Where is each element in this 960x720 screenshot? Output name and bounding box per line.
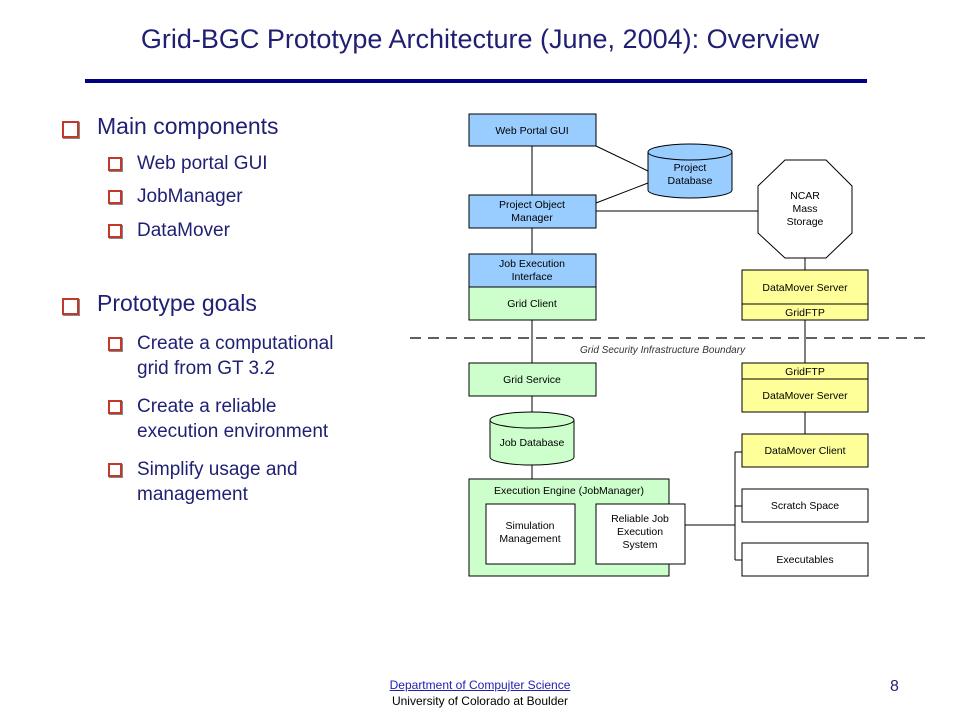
goal1-line1: Create a computational xyxy=(137,333,334,354)
bullet-text: DataMover xyxy=(137,220,230,241)
bullet-square-icon xyxy=(108,190,122,204)
bullet-datamover: DataMover xyxy=(108,218,230,243)
bullet-text: Simplify usage and management xyxy=(137,457,298,507)
rjes-label-1: Reliable Job xyxy=(611,513,669,525)
grid-client-box xyxy=(468,286,597,321)
gridftp-top-label: GridFTP xyxy=(785,307,825,319)
simulation-management-box xyxy=(485,503,576,565)
scratch-space-box xyxy=(741,488,869,523)
bullet-square-icon xyxy=(108,463,122,477)
project-db-label-1: Project xyxy=(674,162,707,174)
web-portal-gui-label: Web Portal GUI xyxy=(495,125,568,137)
bullet-goal-reliable-env: Create a reliable execution environment xyxy=(108,394,328,444)
dm-server-bottom-label: DataMover Server xyxy=(762,390,848,402)
goal2-line1: Create a reliable xyxy=(137,396,277,417)
bullet-goal-computational-grid: Create a computational grid from GT 3.2 xyxy=(108,331,333,381)
ncar-label-3: Storage xyxy=(787,216,824,228)
bullet-main-components: Main components xyxy=(62,113,279,140)
bullet-square-icon xyxy=(108,224,122,238)
rjes-label-3: System xyxy=(622,539,657,551)
university-name: University of Colorado at Boulder xyxy=(391,694,569,708)
bullet-jobmanager: JobManager xyxy=(108,184,243,209)
project-database-cylinder xyxy=(647,143,733,199)
bullet-square-icon xyxy=(108,337,122,351)
dm-server-top-label: DataMover Server xyxy=(762,282,848,294)
gridftp-bottom-label: GridFTP xyxy=(785,366,825,378)
architecture-diagram: Grid Security Infrastructure Boundary We… xyxy=(410,113,928,577)
bullet-goal-simplify: Simplify usage and management xyxy=(108,457,298,507)
ncar-label-1: NCAR xyxy=(790,190,820,202)
gridftp-top-box xyxy=(741,303,869,321)
grid-client-label: Grid Client xyxy=(507,298,557,310)
goal1-line2: grid from GT 3.2 xyxy=(137,358,275,379)
sim-label-1: Simulation xyxy=(505,520,554,532)
bullet-prototype-goals: Prototype goals xyxy=(62,290,257,317)
job-database-cylinder xyxy=(489,411,575,466)
exec-engine-label: Execution Engine (JobManager) xyxy=(494,485,644,497)
jei-label-1: Job Execution xyxy=(499,258,565,270)
sim-label-2: Management xyxy=(499,533,560,545)
dm-client-label: DataMover Client xyxy=(764,445,845,457)
reliable-job-execution-box xyxy=(595,503,686,565)
bullet-square-icon xyxy=(62,298,79,315)
grid-service-label: Grid Service xyxy=(503,374,561,386)
bullet-square-icon xyxy=(108,157,122,171)
job-db-label: Job Database xyxy=(500,437,565,449)
page-number: 8 xyxy=(890,678,899,695)
goal3-line1: Simplify usage and xyxy=(137,459,298,480)
bullet-text: JobManager xyxy=(137,186,243,207)
slide-title: Grid-BGC Prototype Architecture (June, 2… xyxy=(140,24,820,54)
bullet-text: Create a reliable execution environment xyxy=(137,394,328,444)
bullet-square-icon xyxy=(108,400,122,414)
department-link[interactable]: Department of Compujter Science xyxy=(389,678,571,692)
jei-label-2: Interface xyxy=(512,271,553,283)
pom-label-2: Manager xyxy=(511,212,553,224)
datamover-server-top-box xyxy=(741,269,869,305)
web-portal-gui-box xyxy=(468,113,597,147)
executables-box xyxy=(741,542,869,577)
ncar-mass-storage-octagon xyxy=(757,159,853,259)
project-object-manager-box xyxy=(468,194,597,229)
goal2-line2: execution environment xyxy=(137,421,329,442)
executables-label: Executables xyxy=(776,554,833,566)
scratch-label: Scratch Space xyxy=(771,500,839,512)
rjes-label-2: Execution xyxy=(617,526,663,538)
pom-label-1: Project Object xyxy=(499,199,565,211)
bullet-text: Prototype goals xyxy=(97,290,257,316)
grid-service-box xyxy=(468,362,597,397)
bullet-web-portal: Web portal GUI xyxy=(108,151,268,176)
datamover-server-bottom-box xyxy=(741,378,869,413)
title-underline xyxy=(85,79,867,83)
bullet-text: Create a computational grid from GT 3.2 xyxy=(137,331,333,381)
bullet-text: Main components xyxy=(97,113,279,139)
goal3-line2: management xyxy=(137,484,248,505)
project-db-label-2: Database xyxy=(668,175,713,187)
bullet-square-icon xyxy=(62,121,79,138)
ncar-label-2: Mass xyxy=(792,203,817,215)
bullet-text: Web portal GUI xyxy=(137,153,268,174)
job-execution-interface-box xyxy=(468,253,597,288)
datamover-client-box xyxy=(741,433,869,468)
boundary-label: Grid Security Infrastructure Boundary xyxy=(580,345,746,356)
